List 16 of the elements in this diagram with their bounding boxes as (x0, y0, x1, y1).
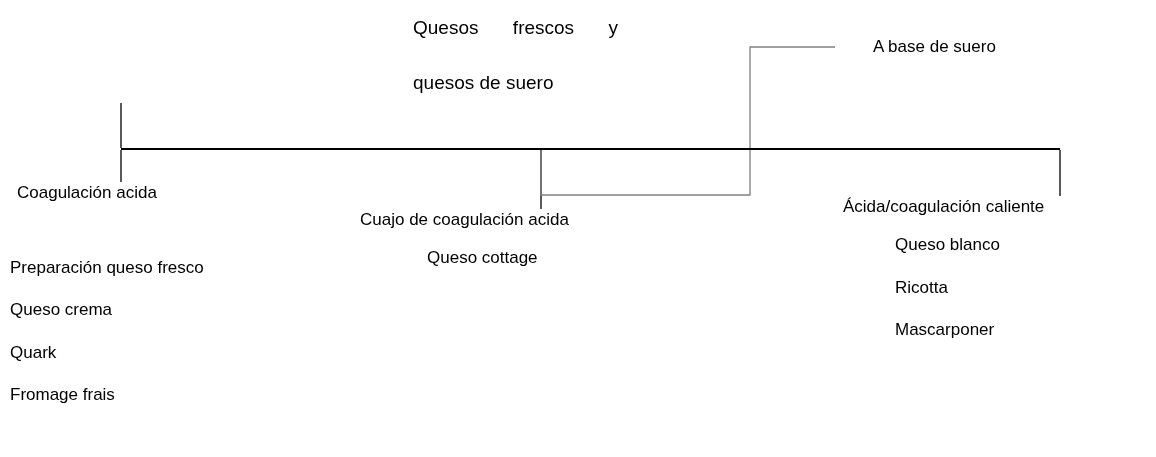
connector-line (1059, 149, 1061, 197)
connector-line (120, 149, 122, 183)
cheese-name: Queso crema (10, 299, 113, 321)
branch-label: Ácida/coagulación caliente (843, 196, 1045, 218)
cheese-name: Mascarponer (895, 319, 995, 341)
cheese-name: Fromage frais (10, 384, 115, 406)
branch-label: A base de suero (873, 36, 996, 58)
cheese-name: Quark (10, 342, 57, 364)
branch-label: Coagulación acida (17, 182, 157, 204)
cheese-name: Queso cottage (427, 247, 538, 269)
diagram-title: Quesos frescos y quesos de suero (413, 16, 618, 95)
branch-label: Cuajo de coagulación acida (360, 209, 569, 231)
cheese-name: Preparación queso fresco (10, 257, 204, 279)
cheese-name: Ricotta (895, 277, 948, 299)
connector-line (540, 46, 836, 196)
cheese-name: Queso blanco (895, 234, 1000, 256)
